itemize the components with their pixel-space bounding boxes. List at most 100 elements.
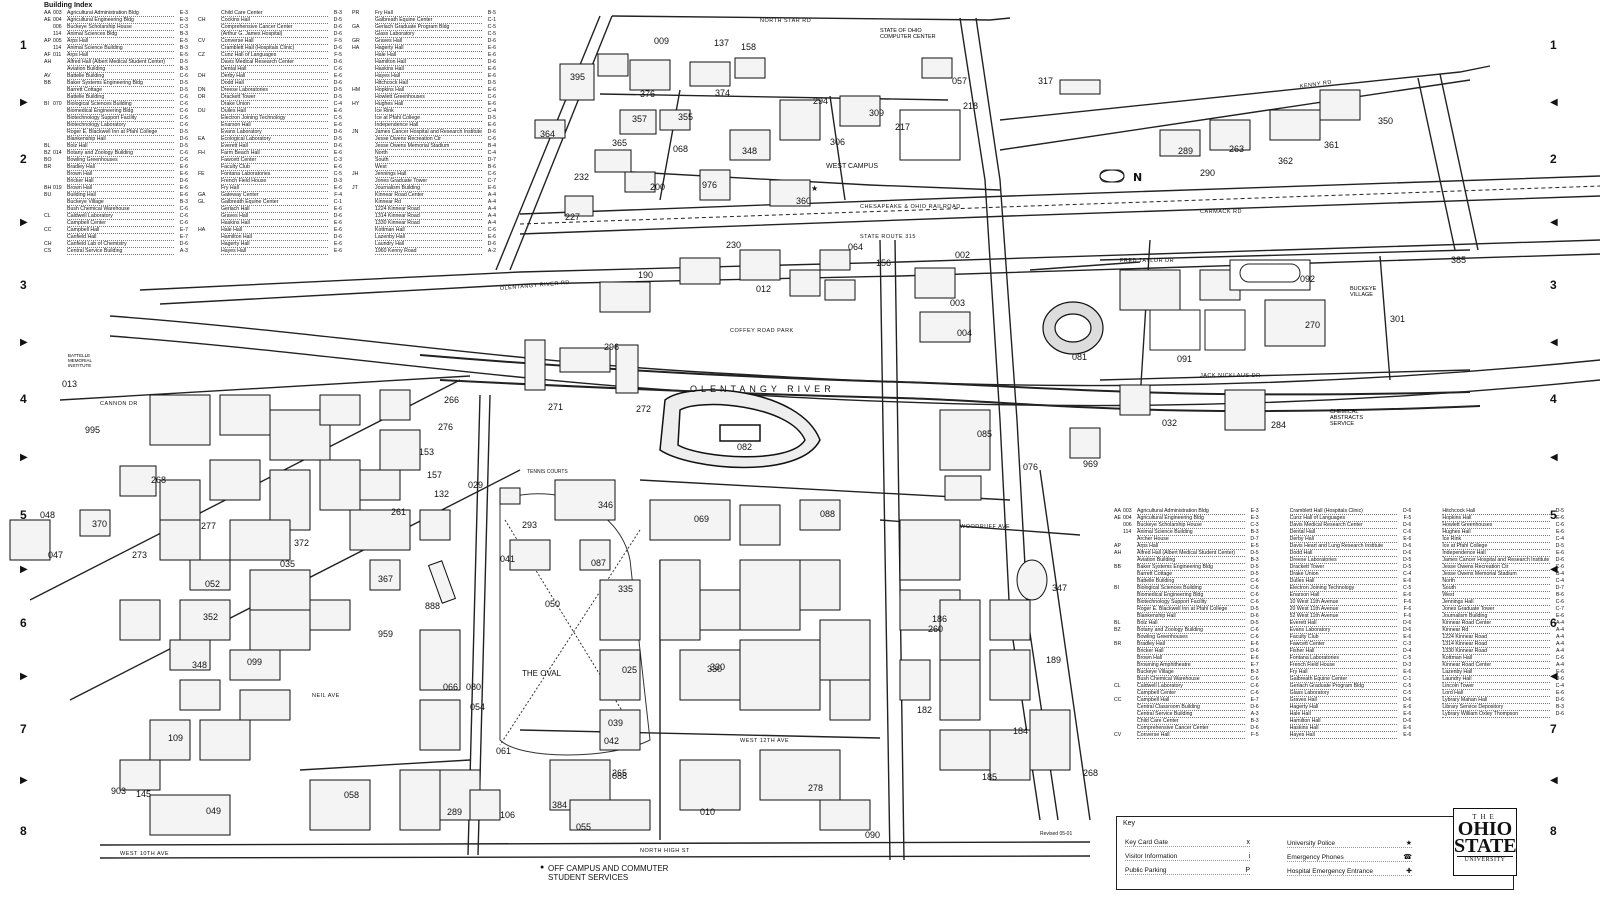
building-number: 002 bbox=[955, 250, 970, 260]
building-number: 277 bbox=[201, 521, 216, 531]
building-number: 080 bbox=[466, 682, 481, 692]
building-number: 395 bbox=[570, 72, 585, 82]
building-number: 010 bbox=[700, 807, 715, 817]
building-number: 260 bbox=[928, 624, 943, 634]
building-number: 348 bbox=[742, 146, 757, 156]
building-number: 158 bbox=[741, 42, 756, 52]
building-number: 357 bbox=[632, 114, 647, 124]
building-number: 189 bbox=[1046, 655, 1061, 665]
building-number: 035 bbox=[280, 559, 295, 569]
road-label: WOODRUFF AVE bbox=[960, 524, 1010, 530]
police-star-icon: ★ bbox=[811, 184, 818, 193]
label-west-campus: WEST CAMPUS bbox=[826, 163, 878, 170]
building-number: 025 bbox=[622, 665, 637, 675]
building-number: 068 bbox=[673, 144, 688, 154]
building-number: 082 bbox=[737, 442, 752, 452]
building-number: 335 bbox=[618, 584, 633, 594]
building-number: 268 bbox=[1083, 768, 1098, 778]
key-symbol-icon: ★ bbox=[1405, 840, 1412, 847]
grid-arrow-icon: ◀ bbox=[1550, 564, 1558, 575]
building-number: 352 bbox=[203, 612, 218, 622]
road-label: KENNY RD bbox=[1299, 80, 1332, 90]
building-number: 346 bbox=[598, 500, 613, 510]
building-number: 309 bbox=[869, 108, 884, 118]
revised-note: Revised 05-01 bbox=[1040, 831, 1073, 837]
compass-north-icon: N bbox=[1133, 171, 1142, 184]
road-label: WEST 10TH AVE bbox=[120, 851, 169, 857]
building-number: 289 bbox=[1178, 146, 1193, 156]
building-number: 227 bbox=[565, 212, 580, 222]
key-symbol-icon: ✚ bbox=[1406, 868, 1412, 875]
building-number: 268 bbox=[151, 475, 166, 485]
building-number: 042 bbox=[604, 736, 619, 746]
index-entry: Cramblett Hall (Hospitals Clinic)D-6 bbox=[221, 45, 342, 53]
building-number: 959 bbox=[378, 629, 393, 639]
building-number: 969 bbox=[1083, 459, 1098, 469]
building-number: 276 bbox=[438, 422, 453, 432]
ohio-stadium bbox=[659, 389, 821, 469]
building-number: 367 bbox=[378, 574, 393, 584]
building-number: 362 bbox=[1278, 156, 1293, 166]
road-label: NEIL AVE bbox=[312, 693, 340, 699]
building-number: 184 bbox=[1013, 726, 1028, 736]
grid-arrow-icon: ▶ bbox=[20, 775, 28, 786]
grid-arrow-icon: ◀ bbox=[1550, 337, 1558, 348]
grid-row-number: 5 bbox=[1550, 508, 1557, 522]
key-title: Key bbox=[1123, 820, 1136, 827]
area-labels: WEST CAMPUS OLENTANGY RIVER THE OVAL TEN… bbox=[522, 163, 878, 678]
building-number: 306 bbox=[830, 137, 845, 147]
building-number: 087 bbox=[591, 558, 606, 568]
building-number: 003 bbox=[950, 298, 965, 308]
